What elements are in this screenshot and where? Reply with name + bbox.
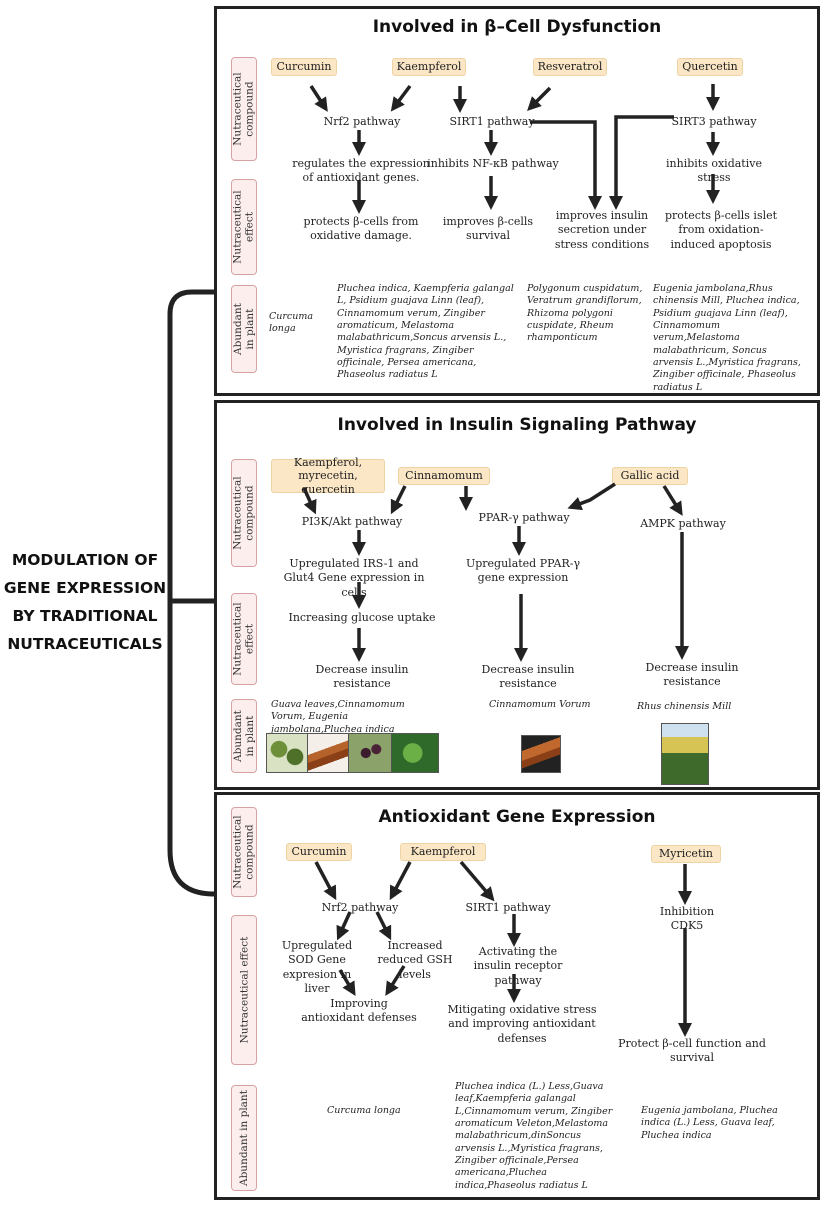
row-label-compound: Nutraceutical compound — [231, 57, 257, 161]
main-title: MODULATION OF GENE EXPRESSION BY TRADITI… — [0, 546, 170, 658]
plant-list: Guava leaves,Cinnamomum Vorum, Eugenia j… — [271, 699, 405, 735]
pathway-ppar-gamma: PPAR-γ pathway — [478, 511, 570, 524]
rhus-chinensis-image — [661, 723, 709, 785]
pathway-sirt1: SIRT1 pathway — [449, 115, 535, 128]
compound-cinnamomum: Cinnamomum — [398, 467, 490, 485]
row-label-effect: Nutraceutical effect — [231, 179, 257, 275]
main-title-line: MODULATION OF — [11, 551, 159, 569]
effect-insulin-secretion: improves insulin secretion under stress … — [554, 209, 650, 251]
row-label-effect: Nutraceutical effect — [231, 593, 257, 685]
effect-mitigating-oxidative-stress: Mitigating oxidative stress and improvin… — [447, 1003, 597, 1045]
effect-decrease-insulin-resistance: Decrease insulin resistance — [645, 661, 739, 689]
compound-kaempferol: Kaempferol — [400, 843, 486, 861]
plant-list: Pluchea indica (L.) Less,Guava leaf,Kaem… — [455, 1081, 613, 1191]
effect-antioxidant-defenses: Improving antioxidant defenses — [301, 997, 417, 1025]
effect-protects-beta-cells: protects β-cells from oxidative damage. — [303, 215, 419, 243]
pluchea-image — [391, 733, 439, 773]
compound-curcumin: Curcumin — [271, 58, 337, 76]
main-title-line: NUTRACEUTICALS — [7, 635, 163, 653]
row-label-compound: Nutraceutical compound — [231, 459, 257, 567]
compound-kaempferol: Kaempferol — [392, 58, 466, 76]
compound-myricetin: Myricetin — [651, 845, 721, 863]
plant-list: Rhus chinensis Mill — [637, 701, 732, 712]
step-glucose-uptake: Increasing glucose uptake — [288, 611, 436, 624]
effect-decrease-insulin-resistance: Decrease insulin resistance — [481, 663, 575, 691]
effect-beta-cell-function: Protect β-cell function and survival — [618, 1037, 766, 1065]
panel-insulin-signaling: Involved in Insulin Signaling Pathway Nu… — [214, 400, 820, 790]
main-title-line: GENE EXPRESSION — [3, 579, 167, 597]
mechanism-nfkb: inhibits NF-κB pathway — [427, 157, 559, 170]
main-title-line: BY TRADITIONAL — [12, 607, 158, 625]
compound-kaempferol-myrecetin-quercetin: Kaempferol, myrecetin, quercetin — [271, 456, 385, 496]
pathway-sirt1: SIRT1 pathway — [465, 901, 551, 914]
compound-resveratrol: Resveratrol — [533, 58, 607, 76]
pathway-sirt3: SIRT3 pathway — [671, 115, 757, 128]
row-label-effect: Nutraceutical effect — [231, 915, 257, 1065]
compound-quercetin: Quercetin — [677, 58, 743, 76]
pathway-ampk: AMPK pathway — [640, 517, 726, 530]
panel-title: Involved in Insulin Signaling Pathway — [337, 415, 697, 435]
step-gsh-levels: Increased reduced GSH levels — [377, 939, 453, 981]
plant-list: Cinnamomum Vorum — [489, 699, 591, 710]
pathway-nrf2: Nrf2 pathway — [323, 115, 401, 128]
plant-list: Polygonum cuspidatum, Veratrum grandiflo… — [527, 283, 643, 344]
plant-list: Eugenia jambolana, Pluchea indica (L.) L… — [641, 1105, 778, 1141]
compound-gallic-acid: Gallic acid — [612, 467, 688, 485]
plant-list: Curcuma longa — [269, 311, 314, 335]
compound-curcumin: Curcumin — [286, 843, 352, 861]
pathway-nrf2: Nrf2 pathway — [321, 901, 399, 914]
effect-decrease-insulin-resistance: Decrease insulin resistance — [315, 663, 409, 691]
mechanism-antioxidant-genes: regulates the expression of antioxidant … — [292, 157, 430, 185]
panel-title: Antioxidant Gene Expression — [378, 807, 656, 827]
plant-list: Eugenia jambolana,Rhus chinensis Mill, P… — [653, 283, 801, 393]
cinnamon-image — [521, 735, 561, 773]
row-label-compound: Nutraceutical compound — [231, 807, 257, 897]
row-label-plant: Abundant in plant — [231, 699, 257, 773]
effect-beta-cell-survival: improves β-cells survival — [442, 215, 534, 243]
plant-list: Curcuma longa — [327, 1105, 401, 1116]
plant-list: Pluchea indica, Kaempferia galangal L, P… — [337, 283, 514, 381]
guava-leaves-image — [266, 733, 308, 773]
step-sod-gene: Upregulated SOD Gene expresion in liver — [281, 939, 353, 995]
row-label-plant: Abundant in plant — [231, 285, 257, 373]
effect-islet-protection: protects β-cells islet from oxidation-in… — [664, 209, 778, 251]
step-insulin-receptor: Activating the insulin receptor pathway — [473, 945, 563, 987]
row-label-plant: Abundant in plant — [231, 1085, 257, 1191]
panel-title: Involved in β–Cell Dysfunction — [372, 17, 662, 37]
step-ppar-gene: Upregulated PPAR-γ gene expression — [465, 557, 581, 585]
jambolana-image — [348, 733, 392, 773]
pathway-inhibition-cdk5: Inhibition CDK5 — [659, 905, 715, 933]
pathway-pi3k-akt: PI3K/Akt pathway — [301, 515, 403, 528]
